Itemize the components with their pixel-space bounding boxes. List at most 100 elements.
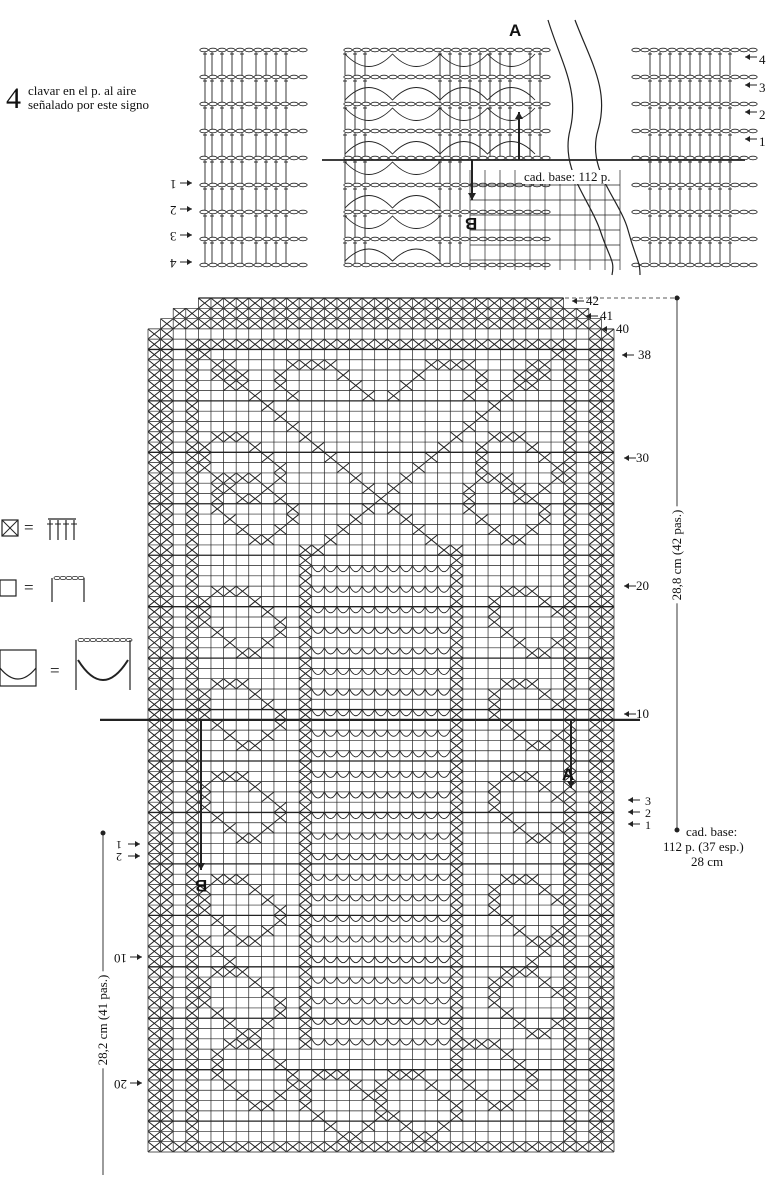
filled-cell [450, 894, 463, 905]
chain-stitch [496, 209, 506, 215]
arch-mark [323, 791, 338, 799]
filled-cell [261, 987, 274, 998]
arch-mark [361, 791, 376, 799]
chain-stitch [298, 128, 308, 134]
arch-mark [386, 565, 401, 573]
dim-dot [674, 827, 680, 833]
chain-stitch [712, 101, 722, 107]
filled-cell [223, 1038, 236, 1049]
arch-mark [349, 606, 363, 614]
filled-cell [236, 339, 249, 350]
filled-cell [450, 617, 463, 628]
legend-chain [77, 576, 85, 581]
arch-mark [311, 771, 325, 778]
chain-stitch [388, 74, 398, 80]
chain-stitch [676, 47, 686, 53]
filled-cell [248, 339, 262, 350]
filled-cell [185, 565, 199, 576]
chain-stitch [343, 128, 353, 134]
chain-stitch [487, 47, 497, 53]
arch-mark [424, 606, 439, 614]
chain-stitch [217, 101, 227, 107]
chain-stitch [424, 47, 434, 53]
chain-stitch [676, 74, 686, 80]
row-label-10: 10 [636, 706, 649, 721]
filled-cell [563, 771, 577, 782]
chain-stitch [658, 47, 668, 53]
filled-cell [450, 791, 463, 803]
filled-cell [601, 905, 614, 916]
chain-stitch [262, 209, 272, 215]
arch-mark [374, 873, 388, 881]
arch-mark [374, 585, 388, 593]
filled-cell [337, 462, 350, 473]
filled-cell [526, 524, 539, 535]
filled-cell [387, 1141, 400, 1152]
chain-stitch [217, 209, 227, 215]
filled-cell [576, 308, 589, 319]
filled-cell [185, 555, 199, 566]
filled-cell [450, 812, 463, 823]
filled-cell [211, 946, 224, 957]
arch-mark [323, 873, 338, 881]
filled-cell [185, 1110, 199, 1122]
filled-cell [274, 462, 287, 473]
legend-chain [71, 576, 79, 581]
left-row-label-2: 2 [116, 850, 122, 864]
filled-cell [601, 864, 614, 875]
filled-cell [563, 1008, 577, 1019]
legend-chain [125, 638, 133, 643]
filled-cell [488, 1038, 501, 1049]
filled-cell [286, 359, 299, 370]
arch-mark [412, 565, 426, 573]
filled-cell [185, 781, 199, 792]
filled-cell [148, 473, 161, 484]
filled-cell [488, 401, 501, 412]
chain-stitch [532, 47, 542, 53]
filled-cell [148, 534, 161, 545]
filled-cell [450, 761, 463, 772]
filled-cell [538, 936, 551, 947]
filled-cell [148, 1008, 161, 1019]
filled-cell [374, 1090, 388, 1101]
arch-mark [412, 894, 426, 902]
filled-cell [223, 1141, 236, 1152]
filled-cell [588, 514, 602, 525]
filled-cell [160, 1080, 174, 1091]
chain-stitch [469, 47, 479, 53]
filled-cell [526, 1141, 539, 1152]
filled-cell [211, 308, 224, 319]
detail-arch [344, 53, 441, 67]
filled-cell [299, 637, 312, 648]
filled-cell [601, 956, 614, 967]
filled-cell [160, 545, 174, 556]
filled-cell [185, 709, 199, 720]
filled-cell [563, 411, 577, 422]
filled-cell [160, 864, 174, 875]
filled-cell [160, 524, 174, 535]
filled-cell [274, 719, 287, 731]
filled-cell [500, 812, 514, 823]
filled-cell [488, 884, 501, 895]
chain-stitch [415, 236, 425, 242]
filled-cell [563, 1018, 577, 1029]
filled-cell [299, 545, 312, 556]
filled-cell [538, 483, 551, 494]
filled-cell [387, 390, 400, 401]
arch-mark [424, 750, 439, 758]
left-row-label-10: 10 [114, 951, 127, 966]
arch-mark [336, 791, 350, 799]
filled-cell [374, 308, 388, 319]
filled-cell [148, 555, 161, 566]
filled-cell [223, 514, 236, 525]
filled-cell [185, 689, 199, 700]
chain-stitch [631, 236, 641, 242]
filled-cell [601, 452, 614, 463]
filled-cell [299, 802, 312, 813]
chain-stitch [460, 128, 470, 134]
chain-stitch [667, 128, 677, 134]
filled-cell [185, 1049, 199, 1060]
filled-cell [185, 658, 199, 669]
filled-cell [450, 750, 463, 761]
arch-mark [412, 1038, 426, 1046]
